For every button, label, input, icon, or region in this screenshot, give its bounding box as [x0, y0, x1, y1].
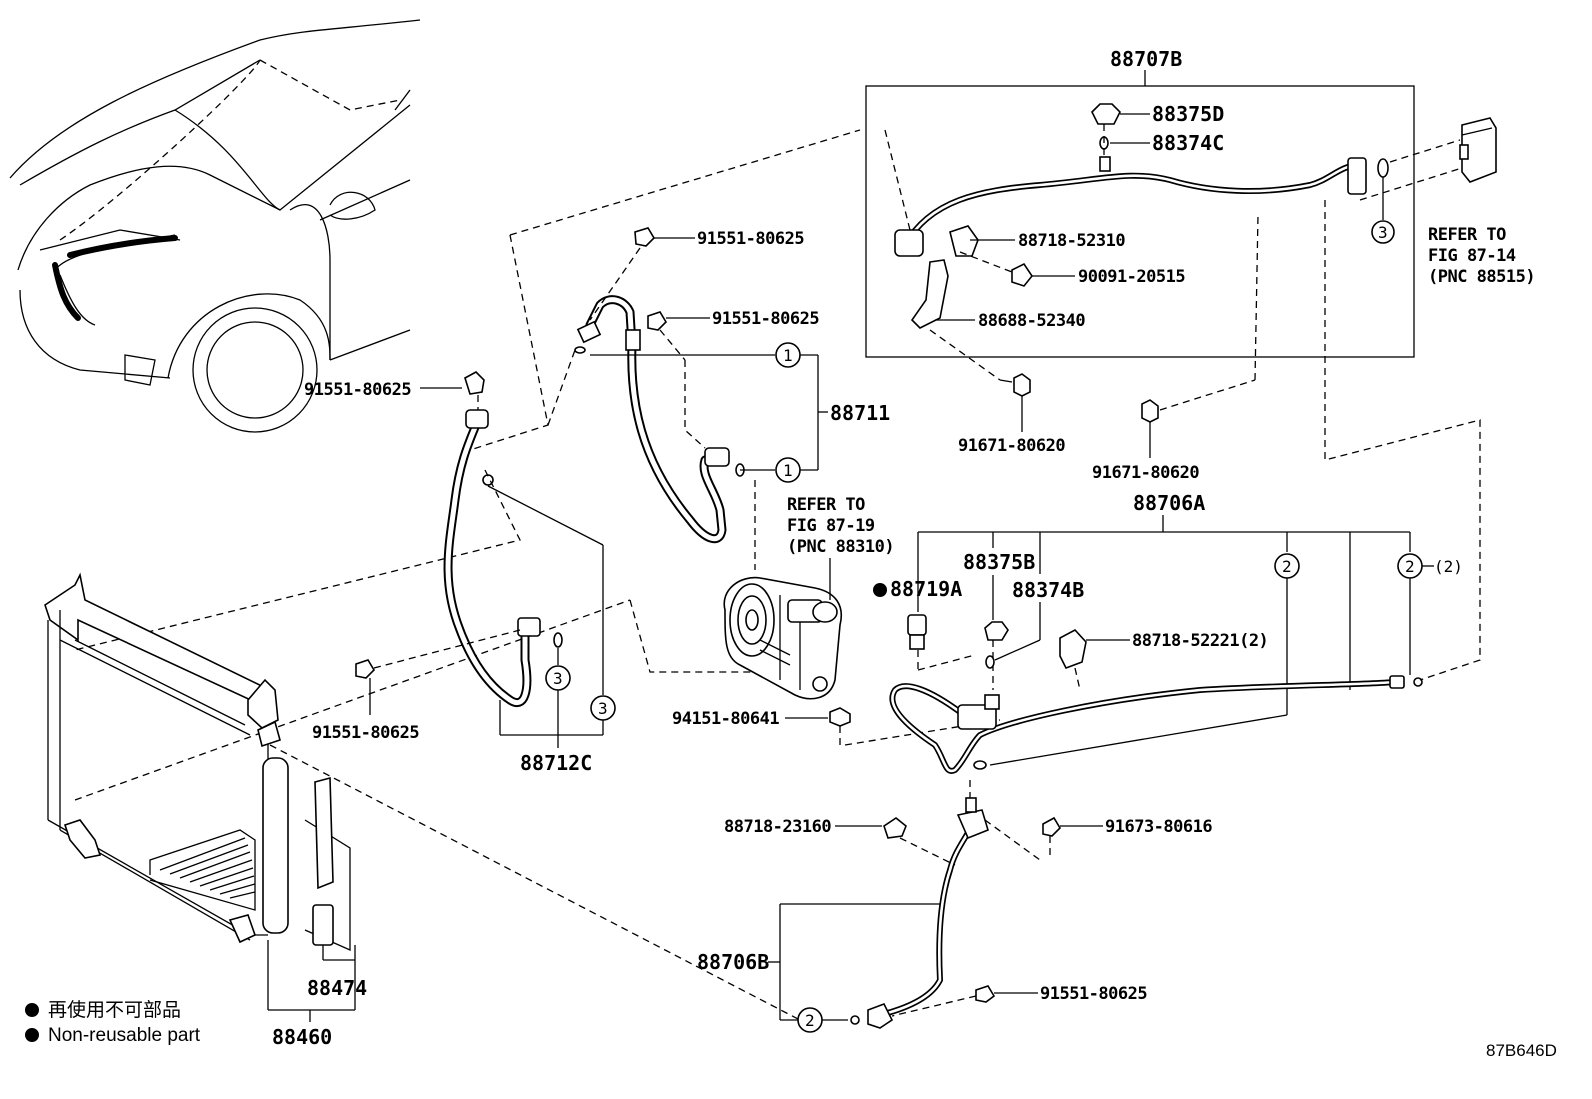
callout-2-b: 2: [1405, 557, 1415, 576]
ref-fig87-19-line1: REFER TO: [787, 495, 865, 515]
label-88711: 88711: [830, 401, 890, 425]
vehicle-outline-illustration: [9, 19, 421, 433]
label-91671-80620-a: 91671-80620: [958, 436, 1065, 456]
label-94151-80641: 94151-80641: [672, 709, 779, 729]
ref-fig87-19-line3: (PNC 88310): [787, 537, 894, 557]
svg-text:3: 3: [1378, 223, 1388, 242]
label-88706A: 88706A: [1133, 491, 1205, 515]
legend-jp: 再使用不可部品: [48, 999, 181, 1021]
label-88474: 88474: [307, 976, 367, 1000]
label-88718-23160: 88718-23160: [724, 817, 831, 837]
label-88707B: 88707B: [1110, 47, 1182, 71]
callout-1-a: 1: [783, 346, 793, 365]
label-88374C: 88374C: [1152, 131, 1224, 155]
ac-compressor: REFER TO FIG 87-19 (PNC 88310): [723, 495, 895, 700]
nut-94151-80641: 94151-80641: [672, 707, 851, 745]
label-88375B: 88375B: [963, 550, 1035, 574]
ref-fig87-14-line1: REFER TO: [1428, 225, 1506, 245]
ref-fig87-14-line3: (PNC 88515): [1428, 267, 1535, 287]
label-91551-80625-c: 91551-80625: [304, 380, 411, 400]
label-88460: 88460: [272, 1025, 332, 1049]
label-91551-80625-a: 91551-80625: [697, 229, 804, 249]
callout-2-c: 2: [805, 1011, 815, 1030]
hose-88712C: 91551-80625 91551-80625 3 3 88712C: [304, 371, 616, 775]
condenser-assembly: 88460 88474: [44, 572, 367, 1049]
pipe-88706A: 88706A 88375B 88719A 88374B 2 2 (2): [873, 491, 1463, 774]
pipe-88706B: 88718-23160 91673-80616 91551-80625 2 88…: [697, 780, 1213, 1033]
callout-3-upper: 3: [1371, 177, 1395, 244]
callout-3-b: 3: [598, 699, 608, 718]
label-88719A: 88719A: [890, 577, 962, 601]
label-91671-80620-b: 91671-80620: [1092, 463, 1199, 483]
hose-88711: 91551-80625 91551-80625 1 1 88711: [574, 227, 890, 570]
legend-en: Non-reusable part: [48, 1025, 201, 1046]
bolts-91671-80620: 91671-80620 91671-80620: [958, 214, 1259, 483]
label-88375D: 88375D: [1152, 102, 1224, 126]
callout-qty-2: (2): [1434, 557, 1463, 576]
label-88712C: 88712C: [520, 751, 592, 775]
assembly-88707B-box: 88707B 88375D 88374C 88718-52310 90091-2…: [865, 47, 1415, 381]
ref-fig87-14-line2: FIG 87-14: [1428, 246, 1516, 266]
label-90091-20515: 90091-20515: [1078, 267, 1185, 287]
label-88374B: 88374B: [1012, 578, 1084, 602]
label-91551-80625-b: 91551-80625: [712, 309, 819, 329]
dashed-reference-lines: [74, 129, 1481, 1021]
label-88718-52221: 88718-52221(2): [1132, 631, 1268, 651]
cap-88375D: [1091, 103, 1121, 125]
label-88706B: 88706B: [697, 950, 769, 974]
ref-fig87-19-line2: FIG 87-19: [787, 516, 875, 536]
label-88688-52340: 88688-52340: [978, 311, 1085, 331]
label-91673-80616: 91673-80616: [1105, 817, 1212, 837]
non-reusable-marker: [873, 583, 887, 597]
label-91551-80625-d: 91551-80625: [312, 723, 419, 743]
diagram-code: 87B646D: [1486, 1041, 1557, 1060]
label-91551-80625-e: 91551-80625: [1040, 984, 1147, 1004]
callout-2-a: 2: [1282, 557, 1292, 576]
legend: 再使用不可部品 Non-reusable part: [25, 999, 201, 1046]
callout-1-b: 1: [783, 461, 793, 480]
expansion-valve-ref-group: REFER TO FIG 87-14 (PNC 88515): [1359, 117, 1536, 287]
label-88718-52310: 88718-52310: [1018, 231, 1125, 251]
callout-3-a: 3: [553, 669, 563, 688]
